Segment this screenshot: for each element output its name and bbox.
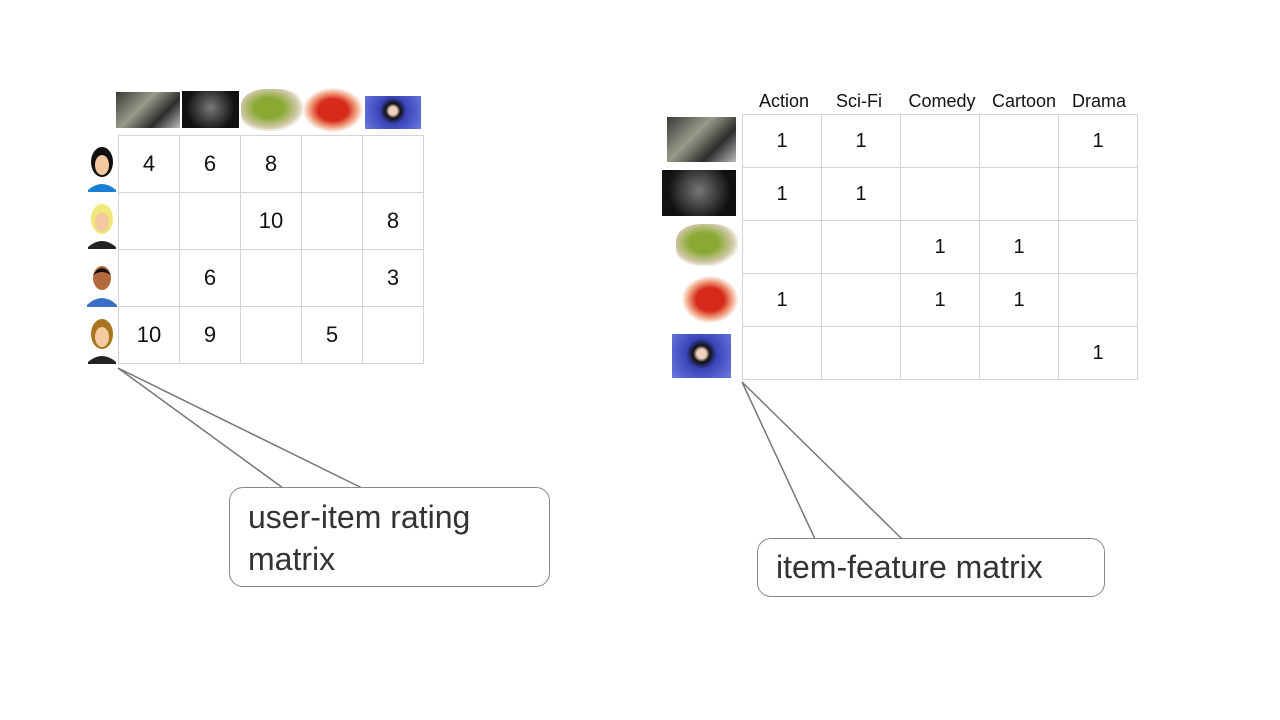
movie-thumb-incredibles [303,88,363,132]
user-avatar-icon [87,266,117,307]
rating-cell: 9 [179,306,241,364]
rating-cell [240,306,302,364]
feature-cell [1058,220,1138,274]
rating-cell [362,306,424,364]
movie-thumb-drama [672,334,731,378]
rating-matrix-callout: user-item rating matrix [229,487,550,587]
table-row: 1 [742,326,1138,380]
movie-thumb-dark-knight [662,170,736,216]
feature-header-comedy: Comedy [908,91,976,111]
movie-thumb-dark-knight [182,91,239,128]
feature-header-action: Action [758,91,810,111]
rating-callout-pointer [117,367,363,489]
feature-header-sci-fi: Sci-Fi [836,91,882,111]
rating-cell: 3 [362,249,424,307]
feature-callout-pointer [741,381,903,540]
user-avatar-icon [88,204,116,249]
feature-cell: 1 [821,167,901,221]
feature-cell: 1 [979,220,1059,274]
rating-cell: 6 [179,249,241,307]
movie-thumb-shrek [676,224,738,266]
movie-thumb-star-wars [116,92,180,128]
feature-cell [900,326,980,380]
feature-cell [900,114,980,168]
user-avatars [87,147,117,364]
feature-cell: 1 [979,273,1059,327]
feature-matrix-callout: item-feature matrix [757,538,1105,597]
feature-cell [900,167,980,221]
rating-cell [179,192,241,250]
user-avatar-icon [88,319,116,364]
feature-cell [821,273,901,327]
rating-cell [118,192,180,250]
feature-cell: 1 [900,220,980,274]
feature-cell: 1 [1058,114,1138,168]
rating-cell: 8 [362,192,424,250]
rating-cell: 10 [118,306,180,364]
user-avatar-icon [88,147,116,192]
movie-thumb-star-wars [667,117,736,162]
rating-cell: 5 [301,306,363,364]
feature-cell: 1 [1058,326,1138,380]
movie-thumb-drama [365,96,421,129]
feature-cell: 1 [742,167,822,221]
feature-header-drama: Drama [1071,91,1126,111]
feature-cell [979,167,1059,221]
rating-cell [301,135,363,193]
feature-header-cartoon: Cartoon [991,91,1057,111]
movie-thumb-incredibles [682,276,738,323]
rating-cell [301,192,363,250]
rating-cell [362,135,424,193]
rating-cell [118,249,180,307]
rating-cell: 4 [118,135,180,193]
feature-cell [1058,273,1138,327]
feature-cell: 1 [742,273,822,327]
feature-cell [742,326,822,380]
feature-cell [821,326,901,380]
movie-thumb-shrek [241,89,303,131]
